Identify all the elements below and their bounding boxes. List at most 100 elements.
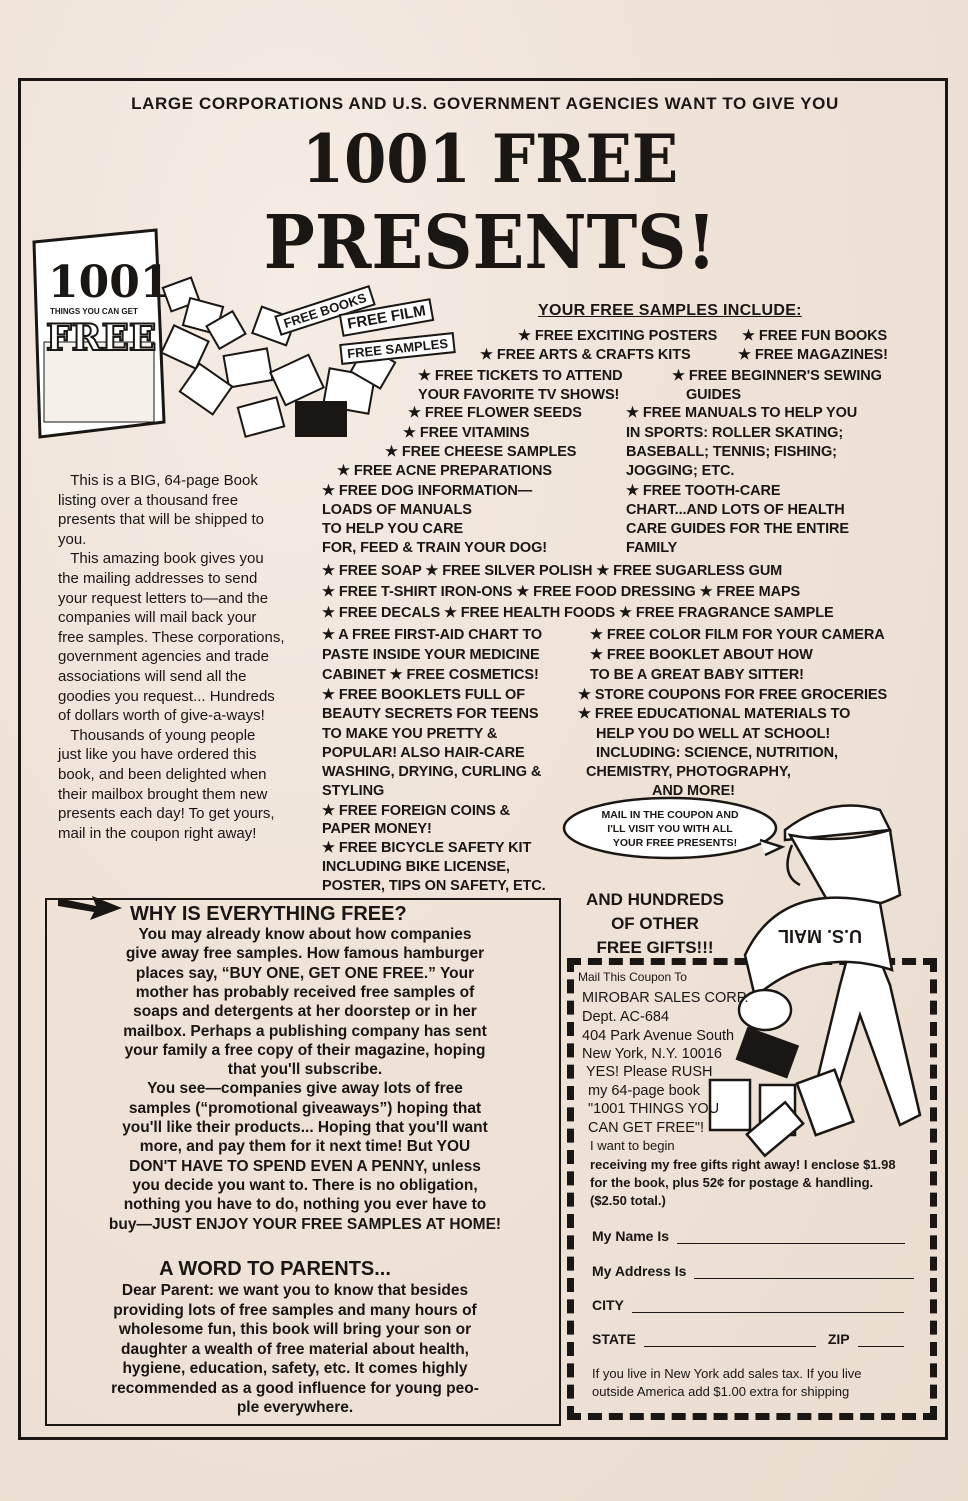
- parents-line: wholesome fun, this book will bring your…: [118, 1321, 472, 1338]
- address-line[interactable]: [694, 1266, 915, 1279]
- why-line: samples (“promotional giveaways”) hoping…: [128, 1099, 482, 1117]
- hundreds-line: FREE GIFTS!!!: [596, 938, 714, 957]
- parents-line: ple everywhere.: [236, 1399, 354, 1416]
- arrow-icon: [58, 896, 122, 920]
- intro-line: listing over a thousand free: [58, 491, 239, 509]
- sample-item: CHART...AND LOTS OF HEALTH: [626, 502, 845, 518]
- coupon-line: New York, N.Y. 10016: [582, 1046, 722, 1062]
- name-field[interactable]: My Name Is: [592, 1228, 906, 1244]
- title-line-1: 1001 FREE: [301, 120, 679, 198]
- why-title: WHY IS EVERYTHING FREE?: [130, 903, 407, 925]
- book-cover-word: FREE: [46, 317, 156, 359]
- bag-text: U.S. MAIL: [778, 926, 862, 946]
- why-line: You see—companies give away lots of free: [147, 1080, 463, 1098]
- why-line: your family a free copy of their magazin…: [124, 1041, 486, 1059]
- intro-line: book, and been delighted when: [58, 766, 267, 783]
- coupon-line: YES! Please RUSH: [586, 1064, 713, 1080]
- coupon-line: MIROBAR SALES CORP.: [582, 990, 749, 1006]
- intro-line: you.: [58, 530, 87, 548]
- sample-item: ★ FREE CHEESE SAMPLES: [385, 444, 577, 460]
- why-line: that you'll subscribe.: [227, 1061, 383, 1079]
- sample-item: ★ FREE BICYCLE SAFETY KIT: [322, 840, 532, 856]
- intro-line: This amazing book gives you: [58, 550, 264, 568]
- coupon-line: 404 Park Avenue South: [582, 1028, 735, 1044]
- book-and-packages-illustration: 1001 THINGS YOU CAN GET FREE: [32, 228, 397, 439]
- coupon-line: CAN GET FREE"!: [588, 1120, 705, 1136]
- city-field[interactable]: CITY: [592, 1297, 904, 1313]
- parents-title: A WORD TO PARENTS...: [159, 1258, 391, 1280]
- sample-item: ★ FREE VITAMINS: [403, 425, 530, 441]
- sample-item: WASHING, DRYING, CURLING &: [322, 764, 542, 780]
- sample-item: ★ FREE ARTS & CRAFTS KITS: [480, 347, 691, 363]
- intro-line: the mailing addresses to send: [58, 570, 258, 587]
- sample-item: FOR, FEED & TRAIN YOUR DOG!: [322, 540, 548, 556]
- intro-line: government agencies and trade: [58, 648, 269, 666]
- sample-item: ★ FREE T-SHIRT IRON-ONS ★ FREE FOOD DRES…: [322, 584, 801, 600]
- sample-item: LOADS OF MANUALS: [322, 502, 472, 518]
- sample-item: ★ FREE BOOKLET ABOUT HOW: [590, 647, 813, 663]
- zip-label: ZIP: [827, 1331, 850, 1347]
- sample-item: ★ FREE SOAP ★ FREE SILVER POLISH ★ FREE …: [322, 563, 783, 579]
- sample-item: POSTER, TIPS ON SAFETY, ETC.: [322, 878, 546, 894]
- sample-item: GUIDES: [686, 387, 741, 403]
- why-line: buy—JUST ENJOY YOUR FREE SAMPLES AT HOME…: [108, 1215, 502, 1233]
- sample-item: HELP YOU DO WELL AT SCHOOL!: [596, 726, 831, 742]
- book-cover-number: 1001: [48, 257, 170, 308]
- mailman-illustration: MAIL IN THE COUPON AND I'LL VISIT YOU WI…: [562, 796, 922, 1158]
- coupon-line: for the book, plus 52¢ for postage & han…: [590, 1175, 874, 1190]
- parents-line: providing lots of free samples and many …: [113, 1301, 477, 1319]
- sample-item: ★ STORE COUPONS FOR FREE GROCERIES: [578, 687, 888, 703]
- intro-line: associations will send all the: [58, 668, 247, 685]
- city-line[interactable]: [631, 1300, 904, 1313]
- state-line[interactable]: [643, 1334, 816, 1347]
- sample-item: ★ FREE FOREIGN COINS &: [322, 803, 511, 819]
- coupon-line: Dept. AC-684: [582, 1009, 670, 1025]
- sample-item: ★ FREE EXCITING POSTERS: [518, 328, 718, 344]
- sample-item: ★ A FREE FIRST-AID CHART TO: [322, 627, 543, 643]
- sample-item: ★ FREE EDUCATIONAL MATERIALS TO: [578, 706, 851, 722]
- sample-item: IN SPORTS: ROLLER SKATING;: [626, 425, 844, 441]
- intro-line: mail in the coupon right away!: [58, 824, 257, 842]
- parents-line: daughter a wealth of free material about…: [121, 1340, 469, 1358]
- headline: LARGE CORPORATIONS AND U.S. GOVERNMENT A…: [131, 94, 839, 113]
- samples-title: YOUR FREE SAMPLES INCLUDE:: [538, 302, 802, 319]
- hundreds-of-gifts: AND HUNDREDS OF OTHER FREE GIFTS!!!: [570, 888, 740, 960]
- book-cover-sub: THINGS YOU CAN GET: [50, 307, 138, 316]
- sample-item: TO HELP YOU CARE: [322, 521, 464, 537]
- title-line-2: PRESENTS!: [263, 200, 717, 286]
- sample-item: STYLING: [322, 783, 385, 799]
- coupon-line: receiving my free gifts right away! I en…: [590, 1157, 896, 1172]
- intro-line: free samples. These corporations,: [58, 628, 285, 646]
- sample-item: PAPER MONEY!: [322, 821, 432, 837]
- why-line: more, and pay them for it next time! But…: [139, 1138, 471, 1156]
- intro-line: of dollars worth of give-a-ways!: [58, 707, 265, 725]
- coupon-line: my 64-page book: [588, 1083, 701, 1099]
- sample-item: CABINET ★ FREE COSMETICS!: [322, 667, 539, 683]
- zip-line[interactable]: [857, 1334, 904, 1347]
- sample-item: ★ FREE MAGAZINES!: [738, 347, 888, 363]
- sample-item: INCLUDING BIKE LICENSE,: [322, 859, 510, 875]
- state-label: STATE: [592, 1331, 636, 1347]
- sample-item: FAMILY: [626, 540, 678, 556]
- sample-item: ★ FREE DOG INFORMATION—: [322, 483, 533, 499]
- state-zip-field[interactable]: STATE ZIP: [592, 1331, 904, 1347]
- sample-item: AND MORE!: [652, 783, 735, 799]
- tax-note: If you live in New York add sales tax. I…: [592, 1366, 862, 1381]
- parents-line: Dear Parent: we want you to know that be…: [121, 1282, 469, 1299]
- sample-item: ★ FREE BOOKLETS FULL OF: [322, 687, 525, 703]
- sample-item: ★ FREE MANUALS TO HELP YOU: [626, 405, 858, 421]
- sample-item: TO MAKE YOU PRETTY &: [322, 726, 498, 742]
- intro-line: companies will mail back your: [58, 609, 257, 627]
- coupon-line: I want to begin: [590, 1138, 675, 1153]
- sample-item: TO BE A GREAT BABY SITTER!: [590, 667, 804, 683]
- intro-line: presents each day! To get yours,: [58, 805, 275, 823]
- why-line: give away free samples. How famous hambu…: [125, 945, 485, 963]
- why-line: you decide you want to. There is no obli…: [132, 1176, 478, 1194]
- name-line[interactable]: [677, 1231, 906, 1244]
- speech-line: MAIL IN THE COUPON AND: [601, 809, 739, 821]
- why-line: DON'T HAVE TO SPEND EVEN A PENNY, unless: [129, 1157, 481, 1175]
- sample-item: ★ FREE BEGINNER'S SEWING: [672, 368, 882, 384]
- city-label: CITY: [592, 1297, 624, 1313]
- intro-line: goodies you request... Hundreds: [58, 687, 275, 705]
- address-field[interactable]: My Address Is: [592, 1263, 915, 1279]
